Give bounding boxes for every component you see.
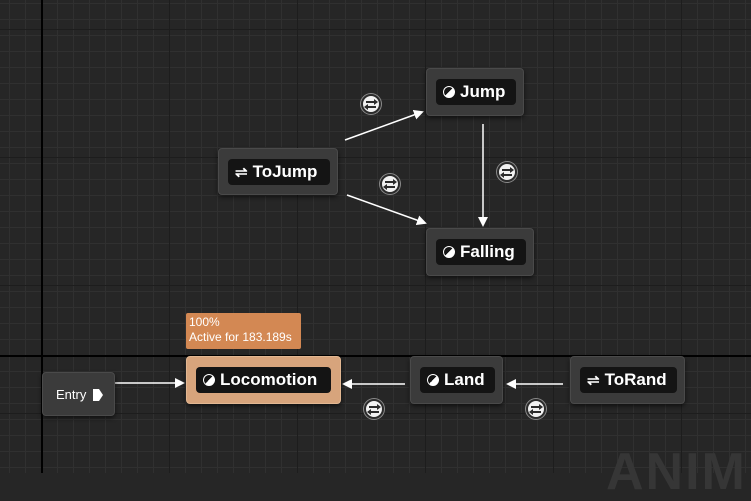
graph-origin-vertical-axis [41,0,43,473]
state-title-bar: Land [420,367,495,393]
conduit-icon: ⇌ [235,164,248,181]
active-state-tooltip: 100% Active for 183.189s [186,313,301,349]
state-label-falling: Falling [460,242,515,261]
wire-tojump-to-jump [344,110,424,141]
state-node-locomotion[interactable]: Locomotion [186,356,341,404]
conduit-node-tojump[interactable]: ⇌ ToJump [218,148,338,195]
transition-wires [115,110,563,389]
transition-rule-icon[interactable] [380,174,400,194]
state-node-land[interactable]: Land [410,356,503,404]
graph-canvas[interactable] [0,0,751,473]
state-icon [443,246,455,258]
state-icon [443,86,455,98]
state-label-locomotion: Locomotion [220,370,318,389]
entry-arrow-icon [93,389,103,401]
conduit-title-bar: ⇌ ToJump [228,159,330,185]
active-state-weight: 100% [189,315,220,329]
state-label-land: Land [444,370,485,389]
transition-rule-icon[interactable] [364,399,384,419]
state-icon [427,374,439,386]
state-node-falling[interactable]: Falling [426,228,534,276]
active-state-duration: Active for 183.189s [189,330,292,344]
state-title-bar: Falling [436,239,526,265]
conduit-node-torand[interactable]: ⇌ ToRand [570,356,685,404]
conduit-title-bar: ⇌ ToRand [580,367,677,393]
transition-rule-icon[interactable] [497,162,517,182]
entry-node[interactable]: Entry [42,372,115,416]
conduit-label-tojump: ToJump [252,162,318,181]
state-title-bar: Jump [436,79,516,105]
entry-label: Entry [56,387,87,402]
transition-rule-icon[interactable] [361,94,381,114]
conduit-icon: ⇌ [587,372,600,389]
state-icon [203,374,215,386]
graph-origin-horizontal-axis [0,355,751,357]
state-title-bar: Locomotion [196,367,331,393]
transition-rule-icon[interactable] [526,399,546,419]
state-label-jump: Jump [460,82,506,101]
state-node-jump[interactable]: Jump [426,68,524,116]
wire-tojump-to-falling [346,194,427,226]
conduit-label-torand: ToRand [604,370,667,389]
